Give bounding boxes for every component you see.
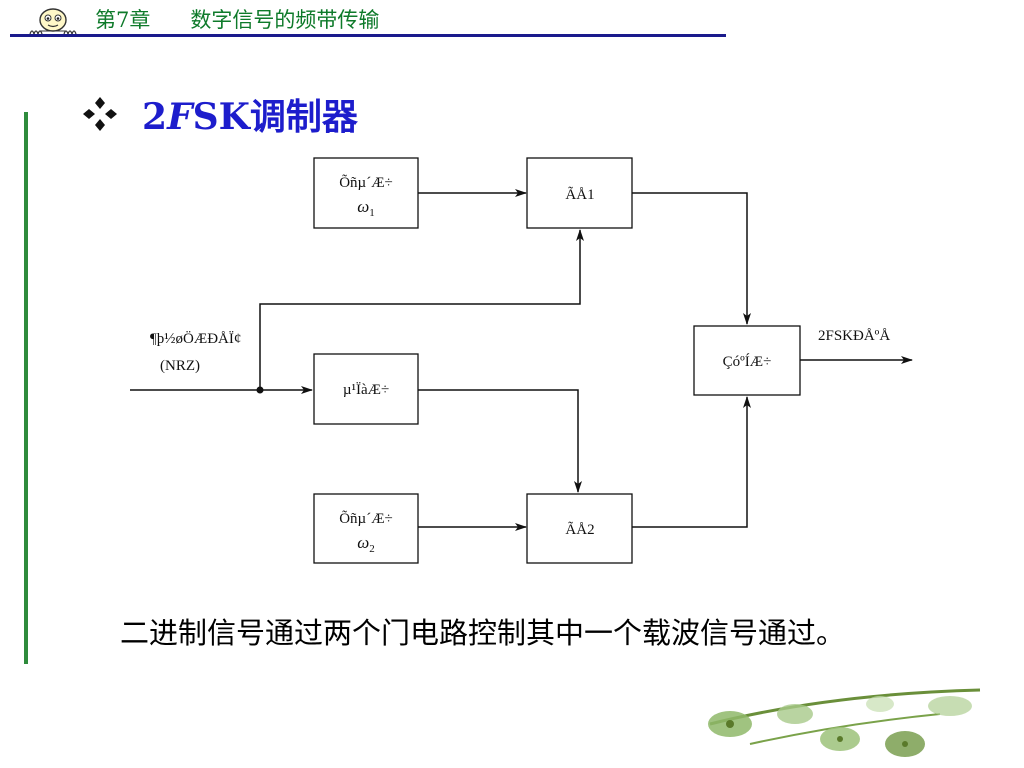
- gate1-to-combiner-arrow: [632, 192, 751, 325]
- left-accent-bar: [24, 112, 28, 664]
- leaf-decoration-image: [708, 688, 981, 757]
- inverter-label: µ¹ÏàÆ÷: [343, 381, 389, 398]
- diamond-bullet-icon: [83, 97, 117, 131]
- output-signal-label: 2FSKÐÅºÅ: [818, 328, 890, 344]
- gate-2-block: ÃÅ2: [526, 493, 633, 564]
- inverter-to-gate2-arrow: [418, 389, 582, 493]
- input-signal-sublabel: (NRZ): [160, 358, 200, 374]
- title-rest: SK调制器: [192, 96, 358, 138]
- inverter-block: µ¹ÏàÆ÷: [313, 353, 419, 425]
- oscillator-1-block: Õñµ´Æ÷ ω1: [313, 157, 419, 229]
- gate-2-label: ÃÅ2: [565, 522, 594, 538]
- gate2-to-combiner-arrow: [632, 396, 751, 528]
- title-prefix: 2: [142, 96, 168, 138]
- slide-caption: 二进制信号通过两个门电路控制其中一个载波信号通过。: [120, 616, 846, 650]
- chapter-title: 第7章 数字信号的频带传输: [95, 8, 380, 32]
- combiner-label: ÇóºÍÆ÷: [723, 353, 772, 370]
- input-signal-label: ¶þ½øÖÆÐÅÏ¢: [150, 330, 241, 347]
- branch-junction-dot: [256, 386, 264, 394]
- gate-1-block: ÃÅ1: [526, 157, 633, 229]
- header-divider: [10, 34, 726, 37]
- gate-1-label: ÃÅ1: [565, 187, 594, 203]
- oscillator-1-label: Õñµ´Æ÷: [339, 174, 393, 191]
- slide-header: 第7章 数字信号的频带传输: [0, 0, 1024, 40]
- slide-title: 2FSK调制器: [142, 88, 358, 140]
- oscillator-1-symbol: ω1: [357, 197, 375, 219]
- title-italic: F: [167, 96, 193, 138]
- combiner-block: ÇóºÍÆ÷: [693, 325, 801, 396]
- oscillator-2-label: Õñµ´Æ÷: [339, 510, 393, 527]
- input-to-gate1-arrow: [259, 229, 584, 390]
- mascot-logo-icon: [29, 8, 77, 36]
- oscillator-2-symbol: ω2: [357, 533, 375, 555]
- oscillator-2-block: Õñµ´Æ÷ ω2: [313, 493, 419, 564]
